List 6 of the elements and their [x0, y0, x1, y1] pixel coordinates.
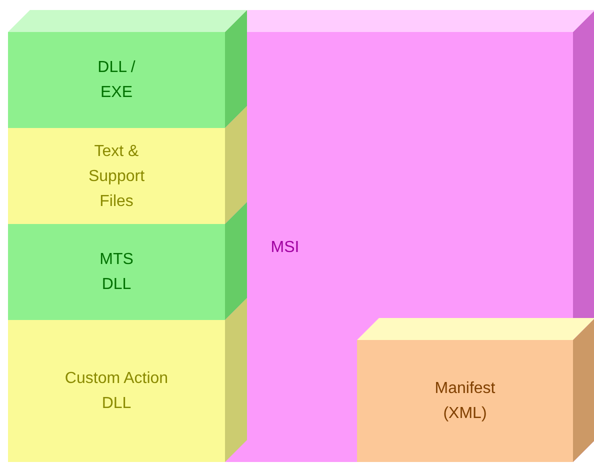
- block-label: Text & Support Files: [87, 142, 146, 212]
- block-label: Manifest (XML): [434, 379, 496, 424]
- block-label: DLL / EXE: [96, 58, 136, 103]
- block-label: Custom Action DLL: [64, 369, 170, 414]
- block-label: MSI: [270, 238, 300, 258]
- block-label: MTS DLL: [98, 250, 134, 295]
